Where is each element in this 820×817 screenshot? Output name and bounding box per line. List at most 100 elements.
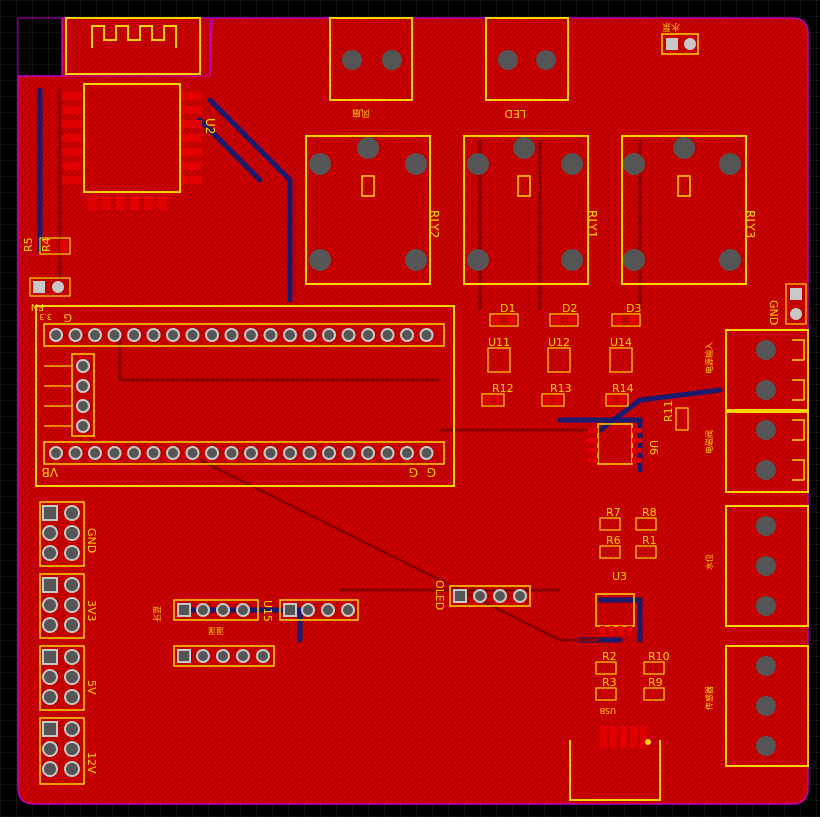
label-water-level: 水位 (704, 554, 714, 570)
header-pin (88, 446, 102, 460)
label-gnd-block: GND (85, 528, 98, 553)
header-temp-humidity: 温湿 (173, 626, 275, 667)
label-header-vb: VB (42, 465, 58, 479)
label-r14: R14 (612, 382, 634, 395)
label-solenoid: 电磁阀 (704, 430, 714, 454)
label-rly2: RLY2 (427, 210, 441, 238)
label-r1: R1 (642, 534, 657, 547)
label-u6: U6 (647, 440, 660, 455)
label-u12: U12 (548, 336, 570, 349)
header-pin (205, 328, 219, 342)
header-pin (68, 446, 83, 460)
label-r13: R13 (550, 382, 572, 395)
header-u15: U15 (261, 599, 359, 622)
mcu-board: G 3.3 VB G G (35, 305, 455, 487)
header-pin (127, 446, 141, 460)
power-block-gnd: GND (39, 501, 98, 567)
header-pin (283, 446, 297, 460)
label-r5: R5 (22, 237, 35, 252)
label-r11: R11 (662, 400, 675, 422)
transistor-u14: U14 (609, 336, 633, 373)
label-rly3: RLY3 (743, 210, 757, 238)
header-pin (244, 446, 258, 460)
header-pin (244, 328, 258, 342)
label-header-3v3: 3.3 (39, 312, 52, 321)
usb-connector: USB (569, 706, 661, 801)
label-fan: 风扇 (352, 107, 370, 119)
label-r6: R6 (606, 534, 621, 547)
label-pump: 水泵 (662, 21, 680, 33)
header-pin (361, 328, 375, 342)
ic-u3: U3 (595, 570, 635, 636)
label-rly1: RLY1 (585, 210, 599, 238)
header-pin (185, 446, 200, 460)
label-u3: U3 (612, 570, 627, 583)
label-u11: U11 (488, 336, 510, 349)
label-r9: R9 (648, 676, 663, 689)
terminal-block-led: LED (485, 17, 569, 120)
relay-rly3: RLY3 (621, 135, 757, 285)
label-d1: D1 (500, 302, 515, 315)
power-block-5v: 5V (39, 645, 98, 711)
header-pin (107, 446, 122, 460)
label-header-g2: G (427, 465, 436, 479)
label-u15: U15 (261, 600, 274, 622)
header-pin (88, 328, 102, 342)
header-pin (400, 446, 414, 460)
ic-u6: U6 (588, 423, 660, 465)
resistor-r12: R12 (481, 382, 514, 407)
resistor-r14: R14 (605, 382, 634, 407)
header-pin (400, 328, 414, 342)
label-u14: U14 (610, 336, 632, 349)
header-pin (361, 446, 375, 460)
header-pump: 水泵 (661, 21, 699, 55)
connector-solenoid: 电磁阀 (704, 409, 809, 493)
label-temp-humidity: 温湿 (208, 626, 224, 635)
resistors-r7-r8-r6-r1: R7 R8 R6 R1 (599, 506, 657, 559)
resistor-r13: R13 (541, 382, 572, 407)
label-12v-block: 12V (85, 752, 98, 774)
label-header-g: G (63, 311, 72, 324)
resistor-r11: R11 (662, 400, 689, 431)
label-gnd-right: GND (767, 300, 780, 325)
header-pin (224, 328, 239, 342)
header-pin (302, 328, 317, 342)
label-r8: R8 (642, 506, 657, 519)
label-power-input: 电源输入 (704, 342, 714, 374)
label-r3: R3 (602, 676, 617, 689)
header-pin (146, 446, 161, 460)
header-pin (263, 328, 278, 342)
connector-power-input: 电源输入 (704, 329, 809, 413)
label-r2: R2 (602, 650, 617, 663)
label-3v3-block: 3V3 (85, 600, 98, 622)
header-pin (107, 328, 122, 342)
diode-d2: D2 (549, 302, 579, 327)
label-d3: D3 (626, 302, 641, 315)
header-pin (380, 446, 395, 460)
header-pin (322, 328, 336, 342)
label-led-connector: LED (504, 107, 526, 120)
header-pin (263, 446, 278, 460)
label-bluetooth: 蓝牙 (152, 606, 162, 622)
label-usb: USB (600, 706, 616, 715)
transistor-u12: U12 (547, 336, 571, 373)
esp-module-u2: U2 (62, 17, 217, 210)
header-pin (419, 328, 434, 342)
connector-sensor: 传感器 (704, 645, 809, 767)
diode-d1: D1 (489, 302, 519, 327)
label-r4: R4 (40, 237, 53, 252)
header-pin (146, 328, 161, 342)
power-block-3v3: 3V3 (39, 573, 98, 639)
header-gnd-right: GND (767, 283, 807, 325)
resistors-r2-r10-r3-r9: R2 R10 R3 R9 (595, 650, 670, 701)
header-oled: OLED (433, 580, 531, 610)
label-oled: OLED (433, 580, 446, 610)
relay-rly1: RLY1 (463, 135, 599, 285)
header-pin (127, 328, 141, 342)
header-pin (49, 446, 63, 460)
header-pin (49, 328, 63, 342)
header-pin (185, 328, 200, 342)
label-d2: D2 (562, 302, 577, 315)
header-pin (166, 446, 180, 460)
label-r12: R12 (492, 382, 514, 395)
